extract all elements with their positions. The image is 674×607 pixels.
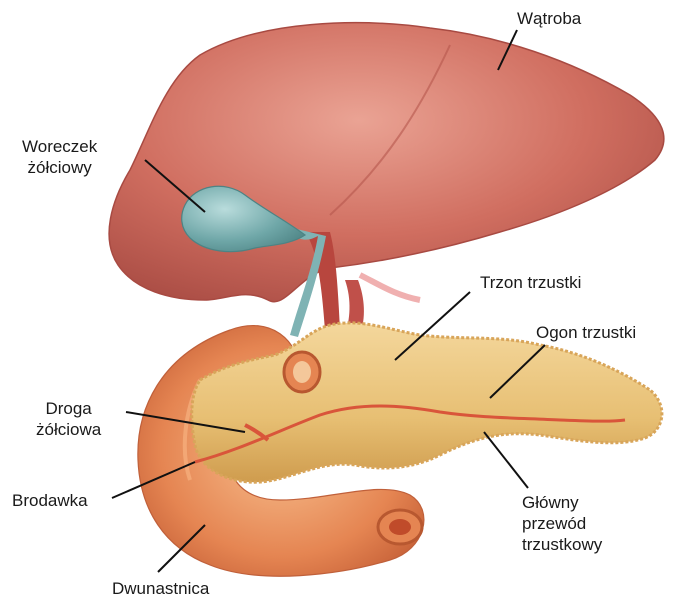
label-bile-duct: Droga żółciowa xyxy=(36,398,101,440)
label-bile-duct-line2: żółciowa xyxy=(36,419,101,440)
label-gallbladder-line1: Woreczek xyxy=(22,136,97,157)
label-main-duct: Główny przewód trzustkowy xyxy=(522,492,602,555)
label-gallbladder-line2: żółciowy xyxy=(22,157,97,178)
label-duodenum: Dwunastnica xyxy=(112,578,209,599)
label-liver: Wątroba xyxy=(517,8,581,29)
pink-vessel xyxy=(360,275,420,300)
vessel-opening-inner xyxy=(293,361,311,383)
label-main-duct-line1: Główny xyxy=(522,492,602,513)
liver-shape xyxy=(109,23,664,302)
label-papilla: Brodawka xyxy=(12,490,88,511)
label-pancreas-tail: Ogon trzustki xyxy=(536,322,636,343)
label-pancreas-body: Trzon trzustki xyxy=(480,272,581,293)
duodenum-opening-inner xyxy=(389,519,411,535)
label-gallbladder: Woreczek żółciowy xyxy=(22,136,97,178)
label-main-duct-line3: trzustkowy xyxy=(522,534,602,555)
label-bile-duct-line1: Droga xyxy=(36,398,101,419)
leader-main-duct xyxy=(484,432,528,488)
label-main-duct-line2: przewód xyxy=(522,513,602,534)
